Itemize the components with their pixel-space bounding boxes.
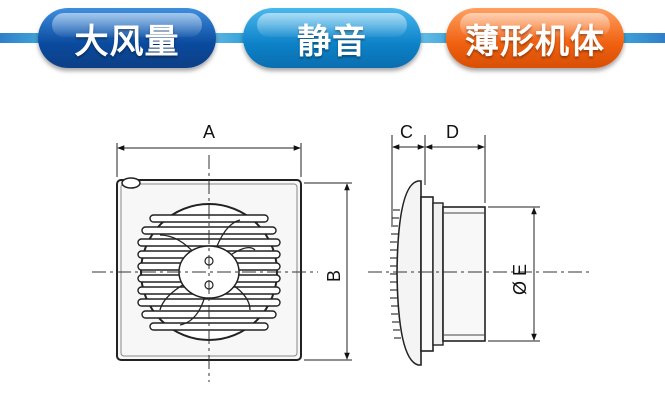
side-view: C D Ø E <box>368 122 590 366</box>
banner-connector-left <box>0 33 40 43</box>
side-motor-body <box>432 202 444 346</box>
dim-d-label: D <box>446 122 459 142</box>
side-grille-face <box>396 180 422 366</box>
side-grille-teeth <box>390 209 401 339</box>
front-view: A B <box>92 122 352 382</box>
tag-high-airflow: 大风量 <box>38 8 216 68</box>
dim-a-label: A <box>203 122 215 142</box>
pull-cord-nub <box>121 177 141 189</box>
tag-slim-body: 薄形机体 <box>446 8 624 68</box>
banner-connector-right <box>414 33 454 43</box>
banner-connector-mid <box>210 33 250 43</box>
dim-b-label: B <box>324 270 344 282</box>
feature-banner: 大风量 静音 薄形机体 <box>0 0 665 85</box>
tag-slim-body-label: 薄形机体 <box>465 21 605 62</box>
side-duct-spigot <box>442 206 486 342</box>
fan-dimension-drawing: A B C <box>92 122 590 382</box>
banner-connector-end <box>620 33 665 43</box>
tag-silent: 静音 <box>243 8 421 68</box>
dim-c-label: C <box>400 122 413 142</box>
tag-high-airflow-label: 大风量 <box>74 21 180 62</box>
dim-e-label: Ø E <box>510 264 530 295</box>
side-mounting-plate <box>420 196 434 352</box>
tag-silent-label: 静音 <box>297 21 367 62</box>
